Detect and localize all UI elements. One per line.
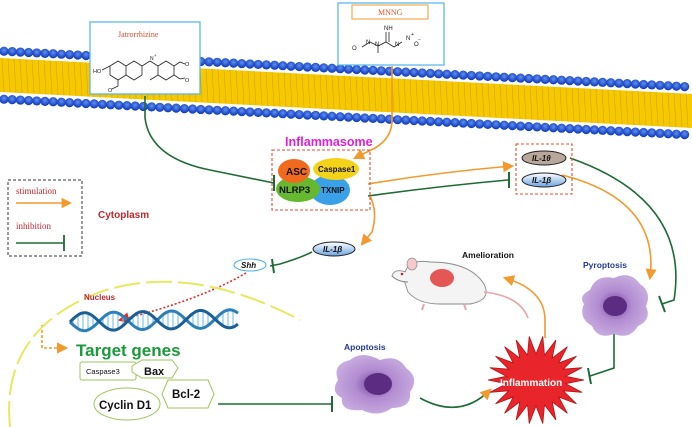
dna-helix-icon — [68, 308, 239, 333]
inflammation-burst-icon — [487, 336, 585, 424]
svg-text:N: N — [375, 42, 379, 48]
apoptosis-to-inflammation-arrow — [419, 388, 492, 409]
mnng-label: MNNG — [378, 8, 403, 17]
legend-inhibition-label: inhibition — [16, 221, 52, 231]
pyroptosis-inhibit-line — [589, 332, 615, 377]
inflammasome-complex: Inflammasome ASC Caspase1 NLRP3 TXNIP — [271, 135, 373, 211]
shh-to-dna-arrow — [117, 272, 247, 324]
mnng-molecule-icon — [361, 32, 403, 53]
caspase1-label: Caspase1 — [318, 165, 356, 174]
cytokine-inhibit-pyroptosis-line — [569, 157, 677, 305]
gene-bax-box — [131, 359, 179, 379]
gene-caspase3-label: Caspase3 — [86, 367, 120, 376]
mnng-structure: MNNG O N N NH N N + O − — [337, 2, 445, 66]
asc-shape — [278, 159, 310, 183]
jatrorrhizine-structure: Jatrorrhizine HO O N + O O — [89, 21, 201, 95]
inflammation-to-amelioration-arrow — [502, 275, 546, 338]
svg-text:O: O — [185, 62, 190, 68]
legend-stimulation-label: stimulation — [16, 186, 57, 196]
shh-label: Shh — [241, 261, 256, 270]
target-gene-list: Caspase3 Bax Cyclin D1 Bcl-2 — [79, 359, 215, 421]
gene-bcl2-label: Bcl-2 — [172, 389, 200, 401]
gene-cyclin-d1-label: Cyclin D1 — [99, 400, 152, 412]
svg-text:−: − — [418, 37, 421, 43]
apoptosis-cell-icon — [334, 355, 415, 414]
cytoplasm-label: Cytoplasm — [98, 210, 149, 221]
nucleus-envelope — [8, 280, 301, 427]
nucleus-label: Nucleus — [84, 293, 116, 302]
rat-icon — [391, 257, 529, 319]
svg-text:O: O — [352, 46, 357, 52]
cytokines-to-pyroptosis-arrow — [561, 174, 657, 281]
jatrorrhizine-molecule-icon — [101, 60, 186, 90]
il18-pill — [521, 150, 567, 166]
connectors — [41, 66, 677, 412]
legend: stimulation inhibition — [7, 179, 83, 257]
amelioration-label: Amelioration — [462, 250, 514, 260]
apoptosis-label: Apoptosis — [344, 342, 386, 352]
mnng-stimulate-arrow — [352, 66, 393, 160]
il1b-pill — [521, 172, 567, 188]
pyroptosis-label: Pyroptosis — [583, 260, 627, 270]
svg-text:N: N — [395, 42, 399, 48]
txnip-shape — [310, 175, 350, 205]
il1b-label: IL-1β — [532, 176, 551, 185]
asc-label: ASC — [286, 167, 307, 178]
svg-text:N: N — [406, 36, 410, 42]
shh-pill — [233, 258, 267, 272]
il1b-lower-pill — [312, 241, 356, 257]
gene-cyclin-d1-shape — [93, 387, 161, 421]
il1b-lower-label: IL-1β — [323, 245, 342, 254]
svg-text:O: O — [108, 88, 113, 94]
svg-text:HO: HO — [93, 69, 102, 75]
svg-text:+: + — [411, 32, 414, 38]
target-genes-title: Target genes — [76, 341, 181, 360]
inflammasome-title: Inflammasome — [285, 135, 373, 149]
pyroptosis-cell-icon — [582, 275, 648, 336]
cytokine-inhibit-line — [367, 179, 509, 197]
il18-label: IL-1θ — [532, 154, 551, 163]
rat-lesion — [430, 269, 454, 287]
gene-bax-label: Bax — [144, 366, 165, 378]
svg-text:NH: NH — [384, 26, 393, 32]
svg-text:+: + — [154, 53, 157, 58]
inflammasome-to-cytokines-arrow — [367, 161, 515, 185]
inflammasome-box — [271, 149, 371, 211]
il1b-inhibit-shh-line — [269, 251, 313, 267]
svg-text:N: N — [366, 40, 370, 46]
dna-to-genes-arrow — [41, 325, 69, 354]
jatrorrhizine-label: Jatrorrhizine — [118, 30, 159, 39]
gene-bcl2-box — [161, 379, 215, 409]
caspase1-shape — [313, 158, 359, 180]
nlrp3-shape — [276, 176, 320, 202]
svg-text:O: O — [414, 42, 419, 48]
inflammation-label: Inflammation — [500, 378, 562, 389]
svg-text:O: O — [185, 78, 190, 84]
inflammasome-to-il1b-arrow — [360, 195, 376, 246]
svg-text:N: N — [150, 56, 154, 62]
txnip-label: TXNIP — [321, 186, 345, 195]
jatrorrhizine-inhibit-line — [144, 96, 275, 184]
nlrp3-label: NLRP3 — [279, 185, 310, 196]
cytokine-box: IL-1θ IL-1β — [515, 143, 573, 195]
